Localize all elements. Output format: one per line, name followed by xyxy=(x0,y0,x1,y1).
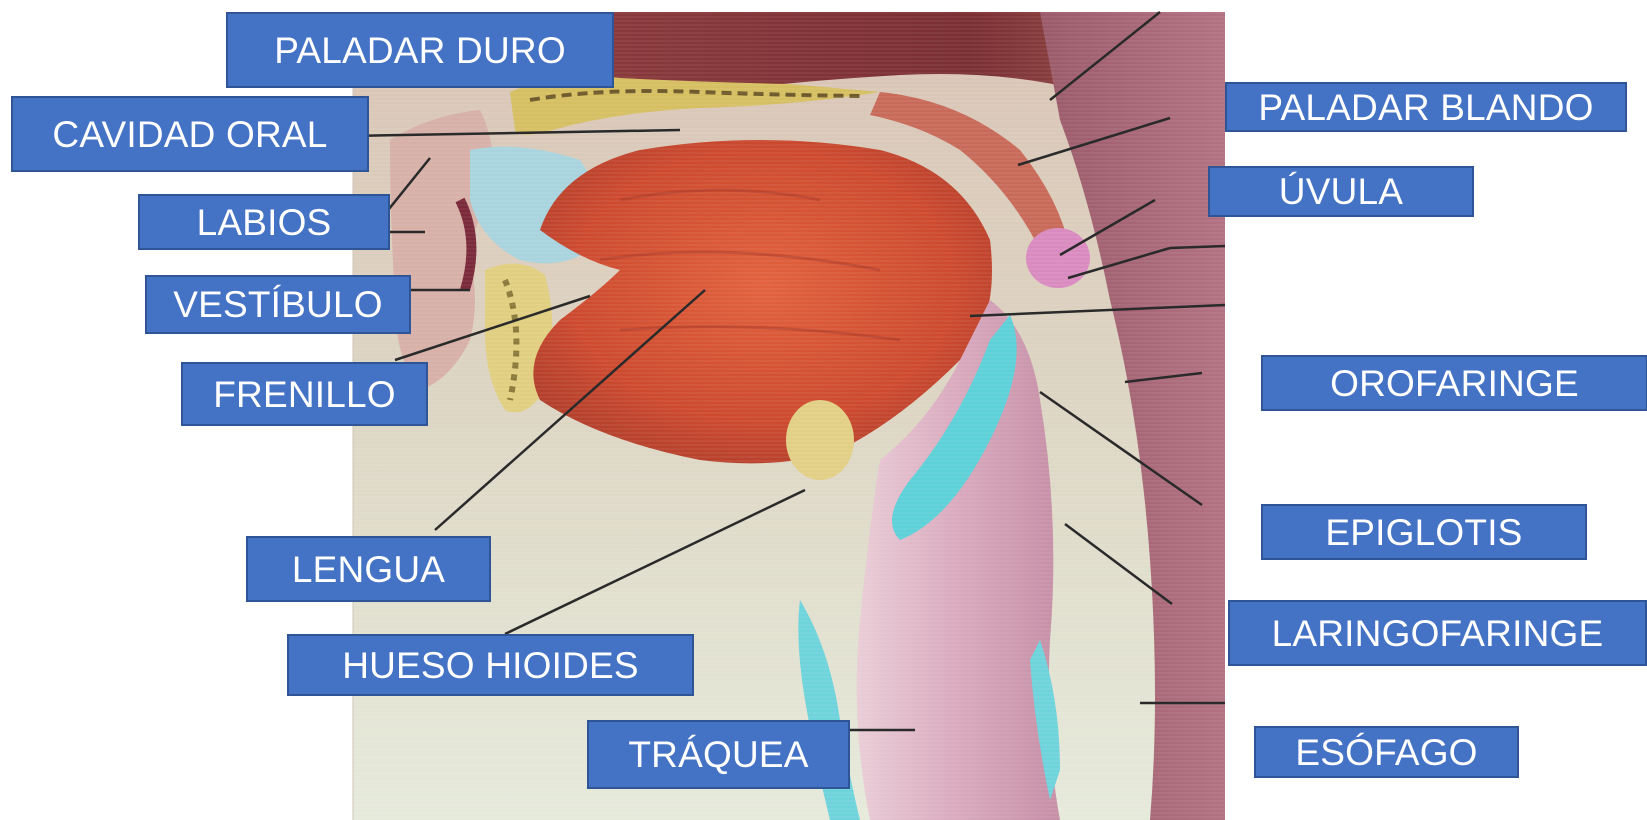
leader-lines xyxy=(349,11,1226,732)
label-frenillo: FRENILLO xyxy=(181,362,428,426)
label-epiglotis: EPIGLOTIS xyxy=(1261,504,1587,560)
label-orofaringe: OROFARINGE xyxy=(1261,355,1647,411)
label-hueso-hioides: HUESO HIOIDES xyxy=(287,634,694,696)
leader-line-paladar-blando xyxy=(1017,116,1171,167)
label-paladar-blando: PALADAR BLANDO xyxy=(1225,82,1627,132)
leader-line-tonsil-c xyxy=(969,303,1226,318)
leader-line-laringofaringe xyxy=(1064,522,1173,606)
leader-line-lengua xyxy=(434,289,706,531)
leader-line-cavidad-oral xyxy=(349,128,681,138)
leader-line-top xyxy=(1049,11,1161,101)
label-esofago: ESÓFAGO xyxy=(1254,726,1519,778)
leader-line-uvula xyxy=(1059,198,1156,257)
leader-line-tonsil-b xyxy=(1067,246,1171,280)
leader-line-orofaringe xyxy=(1124,371,1203,384)
label-vestibulo: VESTÍBULO xyxy=(145,275,411,334)
leader-line-tonsil-a xyxy=(1169,244,1226,250)
leader-line-hueso-hioides xyxy=(504,488,806,636)
label-paladar-duro: PALADAR DURO xyxy=(226,12,614,88)
label-lengua: LENGUA xyxy=(246,536,491,602)
label-cavidad-oral: CAVIDAD ORAL xyxy=(11,96,369,172)
label-laringofaringe: LARINGOFARINGE xyxy=(1228,600,1647,666)
label-labios: LABIOS xyxy=(138,194,390,250)
label-uvula: ÚVULA xyxy=(1208,166,1474,217)
leader-line-epiglotis xyxy=(1039,390,1203,507)
leader-line-frenillo xyxy=(394,294,591,362)
label-traquea: TRÁQUEA xyxy=(587,720,850,789)
